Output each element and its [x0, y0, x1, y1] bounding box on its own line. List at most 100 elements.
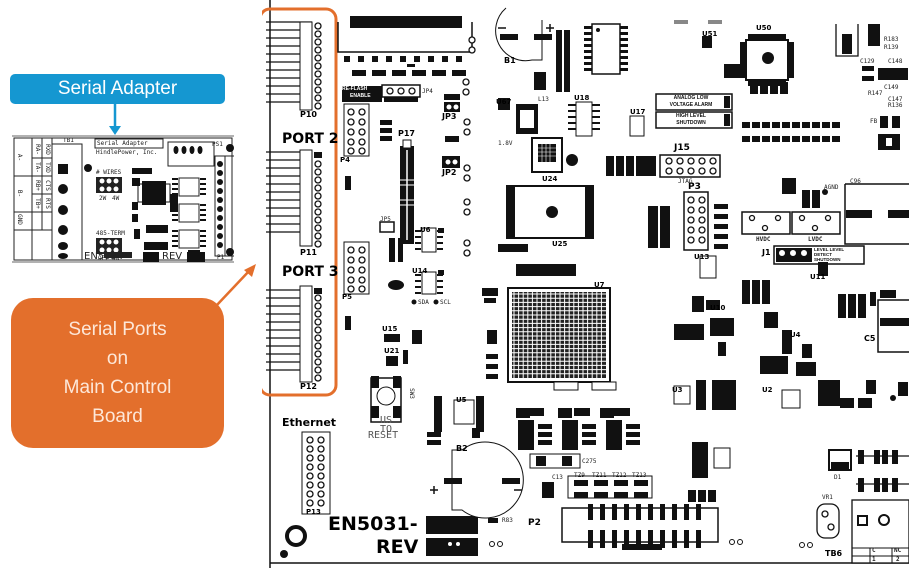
- p12-label: P12: [300, 382, 317, 391]
- u51-label: U51: [702, 30, 718, 38]
- u6-label: U6: [420, 226, 431, 234]
- serial-adapter-callout-label: Serial Adapter: [57, 78, 178, 99]
- tz9-label: TZ9: [574, 472, 585, 479]
- u7-label: U7: [594, 281, 605, 289]
- tb6-label: TB6: [825, 549, 843, 558]
- analog-alarm-label: ANALOG LOW VOLTAGE ALARM: [660, 95, 722, 109]
- serial-ports-callout-line-1: Serial Ports: [68, 319, 167, 340]
- r147-label: R147: [868, 90, 883, 97]
- term-label: 485-TERM: [96, 230, 125, 237]
- adapter-part-number: EN5034-: [84, 251, 127, 262]
- reflash-label-line-2: ENABLE: [350, 93, 371, 99]
- tb6-pin-2-name: NC: [894, 547, 902, 554]
- reset-label-line-3: RESET: [368, 430, 399, 441]
- u2-label: U2: [762, 386, 773, 394]
- term-option-off: OFF: [98, 255, 109, 262]
- wires-option-2w: 2W: [99, 195, 107, 202]
- level-detect-line-2: DETECT: [814, 252, 832, 257]
- vr1-label: VR1: [822, 494, 833, 501]
- scl-label: SCL: [440, 299, 451, 306]
- high-level-line-2: SHUTDOWN: [676, 120, 706, 126]
- c149-label: C149: [884, 84, 899, 91]
- tb6-pin-2-num: 2: [896, 556, 900, 563]
- reflash-label-line-1: RE-FLASH: [342, 86, 368, 92]
- analog-alarm-line-1: ANALOG LOW: [673, 95, 709, 101]
- voltage-1v8-label: 1.8V: [498, 140, 513, 147]
- c129-label: C129: [860, 58, 875, 65]
- bga-ball-grid: [512, 292, 606, 378]
- c275-label: C275: [582, 458, 597, 465]
- level-detect-line-1: LEVEL LEVEL: [814, 247, 845, 252]
- main-board-drawing: [258, 0, 909, 568]
- p1-label: P1: [217, 254, 225, 261]
- adapter-rev-label: REV: [162, 251, 183, 262]
- reset-label-line-1: US: [380, 415, 393, 426]
- serial-adapter-arrow: [109, 104, 121, 135]
- p10-label: P10: [300, 110, 317, 119]
- hvdc-label: HVDC: [756, 236, 771, 243]
- analog-alarm-line-2: VOLTAGE ALARM: [669, 102, 713, 108]
- side-label-gnd: GND: [15, 214, 23, 225]
- p13-label: P13: [306, 508, 321, 516]
- reset-label-line-2: TO: [380, 424, 393, 435]
- wires-label: # WIRES: [96, 169, 122, 176]
- serial-adapter-board-drawing: [12, 135, 234, 263]
- tb6-pin-1-num: 1: [872, 556, 876, 563]
- p4-label: P4: [340, 156, 351, 164]
- board-part-number: EN5031-: [328, 513, 418, 535]
- j15-label: J15: [674, 143, 690, 153]
- adapter-manufacturer-label: HindlePower, Inc.: [96, 149, 158, 156]
- u25-label: U25: [552, 240, 568, 248]
- signal-label-rxd: RXD: [43, 144, 51, 155]
- tb1-label: TB1: [63, 137, 74, 144]
- ps1-label: PS1: [212, 141, 223, 148]
- b2-label: B2: [456, 444, 468, 453]
- u67-label: U67: [496, 98, 512, 106]
- port-3-label: PORT 3: [282, 264, 339, 280]
- d1-label: D1: [834, 474, 842, 481]
- serial-ports-callout-line-4: Board: [92, 406, 143, 427]
- tz12-label: TZ12: [612, 472, 627, 479]
- jp5-label: JP5: [380, 216, 391, 223]
- side-label-b: B-: [16, 189, 24, 198]
- signal-label-tb: TB+: [33, 198, 41, 209]
- u24-label: U24: [542, 175, 558, 183]
- u21-label: U21: [384, 347, 400, 355]
- u17-label: U17: [630, 108, 646, 116]
- serial-ports-arrow: [215, 264, 256, 307]
- signal-label-txd: TXD: [43, 162, 51, 173]
- board-rev-label: REV: [376, 536, 419, 558]
- c13-label: C13: [552, 474, 563, 481]
- r139-label: R139: [884, 44, 899, 51]
- r136-label: R136: [888, 102, 903, 109]
- p5-label: P5: [342, 293, 353, 301]
- u14-label: U14: [412, 267, 428, 275]
- signal-label-cts: CTS: [43, 180, 51, 191]
- u15-label: U15: [382, 325, 398, 333]
- sw3-label: SW3: [407, 388, 415, 399]
- lvdc-label: LVDC: [808, 236, 823, 243]
- jtag-label: JTAG: [678, 178, 693, 185]
- reset-label: US TO: [380, 415, 393, 435]
- serial-ports-callout-line-3: Main Control: [63, 377, 172, 398]
- jp3-label: JP3: [442, 112, 457, 121]
- c147-label: C147: [888, 96, 903, 103]
- p11-label: P11: [300, 248, 317, 257]
- adapter-title-label: Serial Adapter: [97, 140, 148, 147]
- p3-label: P3: [688, 182, 701, 192]
- main-control-board: PORT 2 PORT 3 P10 P11 P12 P4 P5 P13 P17 …: [258, 0, 909, 568]
- u5-label: U5: [456, 396, 467, 404]
- u11-label: U11: [810, 273, 826, 281]
- signal-label-rts: RTS: [43, 198, 51, 209]
- b1-label: B1: [504, 56, 516, 65]
- serial-adapter-callout: Serial Adapter: [10, 74, 225, 104]
- jp2-label: JP2: [442, 168, 457, 177]
- signal-label-rb: RB+: [33, 180, 41, 191]
- side-label-a: A-: [16, 153, 24, 162]
- tz13-label: TZ13: [632, 472, 647, 479]
- p2-label: P2: [528, 518, 541, 528]
- reflash-label: RE-FLASH ENABLE: [342, 86, 371, 100]
- j1-label: J1: [762, 248, 771, 257]
- jp4-label: JP4: [422, 88, 433, 95]
- c96-label: C96: [850, 178, 861, 185]
